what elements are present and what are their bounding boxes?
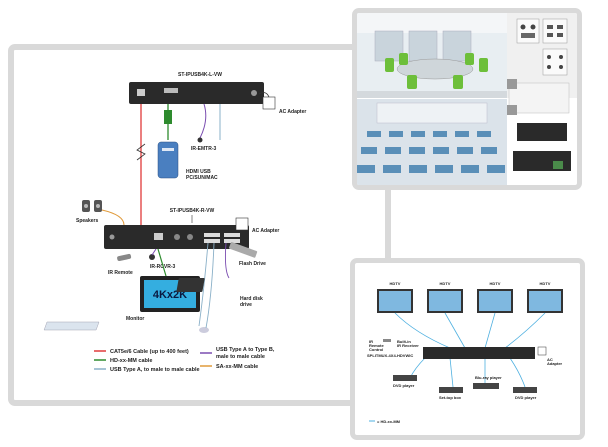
flash-drive-icon xyxy=(229,242,258,258)
legend-sa: SA-xx-MM cable xyxy=(216,364,258,370)
ir-emitter-icon xyxy=(197,137,203,143)
legend-hd: HD-xx-MM cable xyxy=(110,358,152,364)
ir-remote-icon xyxy=(117,253,132,262)
ir-remote-control-label-2: Remote xyxy=(369,343,384,348)
split-legend-label: = HD-xx-MM xyxy=(377,419,401,424)
pc-label-2: PC/SUN/MAC xyxy=(186,175,218,181)
bluray-player: Blu-ray player xyxy=(473,375,502,389)
svg-text:Blu-ray player: Blu-ray player xyxy=(475,375,502,380)
splitter-device xyxy=(423,347,535,359)
ir-receiver-label-1: Built-in xyxy=(397,339,411,344)
installation-photos xyxy=(357,13,577,185)
splitter-device-label: SPLITMUX-4X4-HDVWIC xyxy=(367,353,413,358)
ir-remote-control-label-3: Control xyxy=(369,347,383,352)
extender-diagram: ST-IPUSB4K-L-VW AC Adapter HDMI USB PC/S… xyxy=(43,72,306,373)
audio-cable xyxy=(101,209,125,226)
legend-usb-ab-2: male to male cable xyxy=(216,354,265,360)
hard-disk-icon xyxy=(176,278,205,292)
rx-usb-ports xyxy=(204,233,220,237)
hdtv-1: HDTV xyxy=(377,281,413,313)
rx-device-label: ST-IPUSB4K-R-VW xyxy=(170,208,215,214)
flash-drive-label: Flash Drive xyxy=(239,261,266,267)
pc-label-1: HDMI USB xyxy=(186,169,211,175)
tx-device xyxy=(129,82,264,104)
rx-power-port xyxy=(109,234,115,240)
hdtv-4: HDTV xyxy=(527,281,563,313)
rx-ac-adapter xyxy=(235,217,249,231)
hdtv-3: HDTV xyxy=(477,281,513,313)
green-chairs xyxy=(385,53,488,89)
hard-disk-label-1: Hard disk xyxy=(240,296,263,302)
hard-disk-label-2: drive xyxy=(240,302,252,308)
conference-table xyxy=(396,58,474,80)
rx-ac-label: AC Adapter xyxy=(252,228,279,234)
ir-emitter-label: IR-EMTR-3 xyxy=(191,146,216,152)
legend-usb-ab-1: USB Type A to Type B, xyxy=(216,347,275,353)
svg-text:DVD player: DVD player xyxy=(515,395,537,400)
svg-text:DVD player: DVD player xyxy=(393,383,415,388)
legend: CAT5e/6 Cable (up to 400 feet) HD-xx-MM … xyxy=(94,347,275,373)
mouse-icon xyxy=(199,327,209,333)
dvd-player-1: DVD player xyxy=(393,375,417,388)
legend-usb-a: USB Type A, to male to male cable xyxy=(110,367,200,373)
tx-ac-label: AC Adapter xyxy=(279,109,306,115)
splitter-diagram-panel: HDTV HDTV HDTV HDTV SPLITMUX-4X4 xyxy=(350,258,585,440)
hdtv-2: HDTV xyxy=(427,281,463,313)
hd-cables xyxy=(394,312,546,388)
tx-port-hdmi xyxy=(164,88,178,93)
ir-receiver-icon xyxy=(149,254,155,260)
installation-photos-panel xyxy=(352,8,582,190)
splitter-diagram: HDTV HDTV HDTV HDTV SPLITMUX-4X4 xyxy=(367,281,563,424)
keyboard-icon xyxy=(43,321,100,331)
rx-port-hdmi xyxy=(154,233,163,240)
cable-break-icon xyxy=(136,143,146,161)
wall-plate-icon xyxy=(516,18,540,44)
split-ac-adapter xyxy=(537,346,547,356)
svg-text:HDTV: HDTV xyxy=(390,281,401,286)
svg-text:HDTV: HDTV xyxy=(490,281,501,286)
ir-remote-control-label-1: IR xyxy=(369,339,373,344)
svg-text:Set-top box: Set-top box xyxy=(439,395,462,400)
white-receiver-device xyxy=(508,82,570,114)
split-ac-label-2: Adapter xyxy=(547,361,563,366)
svg-text:HDTV: HDTV xyxy=(440,281,451,286)
remote-icon xyxy=(383,339,391,342)
monitor-label: Monitor xyxy=(126,316,144,322)
svg-text:HDTV: HDTV xyxy=(540,281,551,286)
ir-receiver-label-2: IR Receiver xyxy=(397,343,419,348)
ir-emitter-cable xyxy=(199,103,207,139)
dvd-player-2: DVD player xyxy=(513,387,537,400)
ir-remote-label: IR Remote xyxy=(108,270,133,276)
split-ac-label-1: AC xyxy=(547,357,553,362)
classroom-chairs xyxy=(357,131,505,173)
set-top-box: Set-top box xyxy=(439,387,463,400)
extender-diagram-panel: ST-IPUSB4K-L-VW AC Adapter HDMI USB PC/S… xyxy=(8,44,391,406)
speakers-label: Speakers xyxy=(76,218,98,224)
legend-cat: CAT5e/6 Cable (up to 400 feet) xyxy=(110,349,189,355)
black-extender-device-1 xyxy=(517,123,567,141)
tx-ac-cord xyxy=(258,92,270,98)
tx-device-label: ST-IPUSB4K-L-VW xyxy=(178,72,222,78)
tx-port-lan xyxy=(137,89,145,96)
tx-power-port xyxy=(251,90,257,96)
